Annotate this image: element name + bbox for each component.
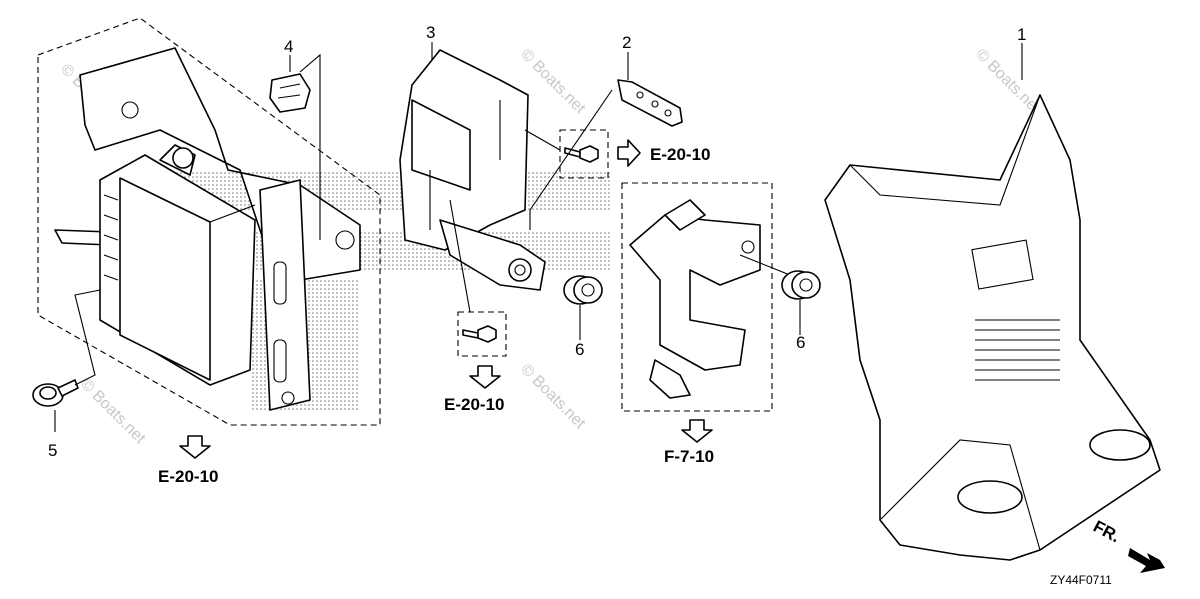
bolt bbox=[564, 145, 599, 163]
arrow-right bbox=[617, 139, 641, 167]
leader-line bbox=[74, 289, 101, 386]
ecu-bracket bbox=[54, 47, 361, 411]
part-3-bracket bbox=[399, 49, 546, 291]
callout-number: 3 bbox=[426, 23, 435, 42]
part-5-fastener bbox=[32, 379, 79, 407]
watermark-text: © Boats.net bbox=[517, 361, 589, 433]
leader-line bbox=[449, 199, 471, 313]
part-1-cover bbox=[824, 94, 1161, 561]
watermark-text: © Boats.net bbox=[77, 376, 149, 448]
leader-line bbox=[299, 53, 321, 240]
grommet-6-middle bbox=[563, 275, 603, 305]
arrow-down bbox=[469, 365, 501, 389]
callout-number: 6 bbox=[575, 340, 584, 359]
leader-line bbox=[529, 89, 613, 230]
watermark-text: © Boats.net bbox=[972, 46, 1044, 118]
leader-line bbox=[524, 129, 561, 151]
callout-number: 1 bbox=[1017, 25, 1026, 44]
callout-number: 4 bbox=[284, 37, 293, 56]
bolt-group-box bbox=[457, 311, 507, 357]
bolt bbox=[462, 325, 497, 343]
arrow-down bbox=[681, 419, 713, 443]
reference-code: E-20-10 bbox=[158, 467, 218, 486]
ecu-module bbox=[99, 144, 256, 386]
reference-code: F-7-10 bbox=[664, 447, 714, 466]
callout-number: 6 bbox=[796, 333, 805, 352]
bracket-group-box bbox=[621, 182, 773, 412]
front-direction-indicator: FR. bbox=[1090, 517, 1165, 573]
callout-number: 2 bbox=[622, 33, 631, 52]
diagram-code: ZY44F0711 bbox=[1050, 573, 1112, 587]
reference-code: E-20-10 bbox=[650, 145, 710, 164]
sub-bracket bbox=[629, 199, 761, 399]
part-2-clip bbox=[617, 79, 683, 127]
callout-number: 5 bbox=[48, 441, 57, 460]
bolt-group-box bbox=[559, 129, 609, 179]
arrow-down bbox=[179, 435, 211, 459]
grommet-6-right bbox=[781, 270, 821, 300]
part-4-clip bbox=[269, 73, 311, 113]
direction-label: FR. bbox=[1090, 517, 1123, 547]
leader-line bbox=[739, 254, 791, 276]
reference-code: E-20-10 bbox=[444, 395, 504, 414]
